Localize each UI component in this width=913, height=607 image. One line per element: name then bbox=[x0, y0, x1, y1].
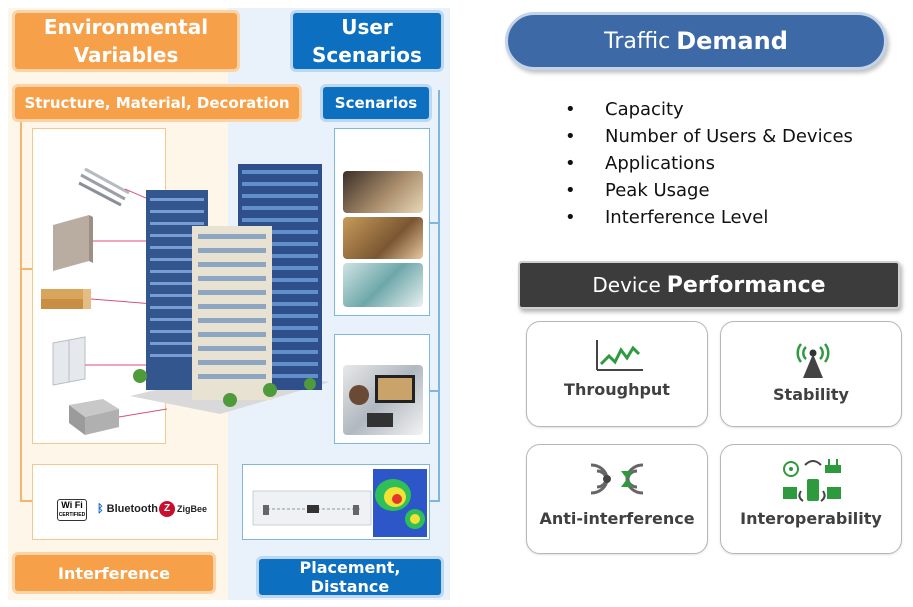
list-item: •Applications bbox=[565, 153, 715, 174]
devices-icon bbox=[783, 459, 841, 502]
glass-panel-icon bbox=[52, 336, 86, 386]
placement-distance-header: Placement, Distance bbox=[256, 556, 444, 598]
scenario-photos-box bbox=[334, 128, 430, 316]
anti-interference-label: Anti-interference bbox=[539, 509, 695, 528]
chart-line-icon bbox=[596, 340, 643, 371]
list-item: •Number of Users & Devices bbox=[565, 126, 853, 147]
scenarios-label: Scenarios bbox=[334, 94, 418, 112]
list-item: •Interference Level bbox=[565, 207, 769, 228]
list-item-text: Applications bbox=[605, 153, 715, 174]
right-connector-branch-2 bbox=[430, 390, 440, 392]
wifi-logo-text: Wi Fi bbox=[61, 500, 83, 510]
device-performance-title-2: Performance bbox=[666, 272, 826, 298]
stability-card: Stability bbox=[720, 321, 902, 427]
device-usage-box bbox=[334, 334, 430, 444]
device-performance-header: Device Performance bbox=[518, 261, 900, 309]
throughput-card: Throughput bbox=[526, 321, 708, 427]
wifi-certified-text: CERTIFIED bbox=[58, 512, 86, 518]
anti-interference-card: Anti-interference bbox=[526, 444, 708, 554]
zigbee-logo: Z ZigBee bbox=[159, 501, 207, 517]
user-scenarios-header: User Scenarios bbox=[290, 10, 444, 72]
list-item-text: Capacity bbox=[605, 99, 684, 120]
throughput-label: Throughput bbox=[564, 380, 670, 399]
interoperability-card: Interoperability bbox=[720, 444, 902, 554]
concrete-block-icon bbox=[69, 399, 119, 435]
left-connector-line bbox=[20, 122, 22, 500]
environmental-variables-label: Environmental Variables bbox=[43, 15, 209, 67]
zigbee-text: ZigBee bbox=[177, 504, 208, 514]
list-item-text: Peak Usage bbox=[605, 180, 710, 201]
environmental-variables-header: Environmental Variables bbox=[12, 10, 240, 72]
living-room-photo bbox=[343, 171, 423, 213]
anti-interference-icon bbox=[590, 463, 644, 495]
list-item: •Peak Usage bbox=[565, 180, 710, 201]
signal-tower-icon bbox=[796, 343, 830, 378]
scenarios-header: Scenarios bbox=[320, 84, 432, 122]
device-performance-title-1: Device bbox=[592, 273, 661, 297]
placement-distance-label: Placement, Distance bbox=[299, 558, 401, 596]
traffic-demand-title-1: Traffic bbox=[604, 28, 671, 54]
concrete-panel-icon bbox=[53, 215, 93, 271]
rebar-icon bbox=[78, 167, 130, 207]
bluetooth-icon: ᛒ bbox=[97, 503, 104, 515]
placement-heatmap-illustration bbox=[252, 469, 427, 537]
lumber-icon bbox=[41, 289, 91, 309]
wifi-logo: Wi Fi CERTIFIED bbox=[57, 499, 87, 521]
bedroom-photo bbox=[343, 217, 423, 259]
list-item: •Capacity bbox=[565, 99, 684, 120]
list-item-text: Number of Users & Devices bbox=[605, 126, 853, 147]
user-with-devices-photo bbox=[343, 365, 423, 435]
list-item-text: Interference Level bbox=[605, 207, 769, 228]
buildings-illustration bbox=[130, 164, 330, 414]
traffic-demand-list: •Capacity •Number of Users & Devices •Ap… bbox=[565, 96, 853, 231]
left-connector-branch-1 bbox=[20, 268, 34, 270]
stability-label: Stability bbox=[773, 385, 849, 404]
office-photo bbox=[343, 263, 423, 307]
bluetooth-logo: ᛒ Bluetooth bbox=[97, 503, 158, 515]
protocols-box: Wi Fi CERTIFIED ᛒ Bluetooth Z ZigBee bbox=[32, 464, 218, 540]
bluetooth-text: Bluetooth bbox=[106, 503, 158, 515]
interference-header: Interference bbox=[12, 552, 216, 594]
left-connector-branch-2 bbox=[20, 500, 34, 502]
traffic-demand-header: Traffic Demand bbox=[505, 12, 887, 70]
zigbee-icon: Z bbox=[159, 501, 175, 517]
placement-box bbox=[242, 464, 430, 540]
interference-label: Interference bbox=[57, 563, 170, 583]
traffic-demand-title-2: Demand bbox=[676, 27, 788, 55]
user-scenarios-label: User Scenarios bbox=[312, 15, 422, 67]
interoperability-label: Interoperability bbox=[740, 509, 882, 528]
materials-illustration bbox=[41, 167, 168, 435]
right-connector-line bbox=[438, 90, 440, 500]
right-connector-branch-1 bbox=[430, 222, 440, 224]
structure-material-header: Structure, Material, Decoration bbox=[12, 84, 302, 122]
right-connector-branch-3 bbox=[430, 500, 440, 502]
structure-material-label: Structure, Material, Decoration bbox=[24, 94, 290, 112]
